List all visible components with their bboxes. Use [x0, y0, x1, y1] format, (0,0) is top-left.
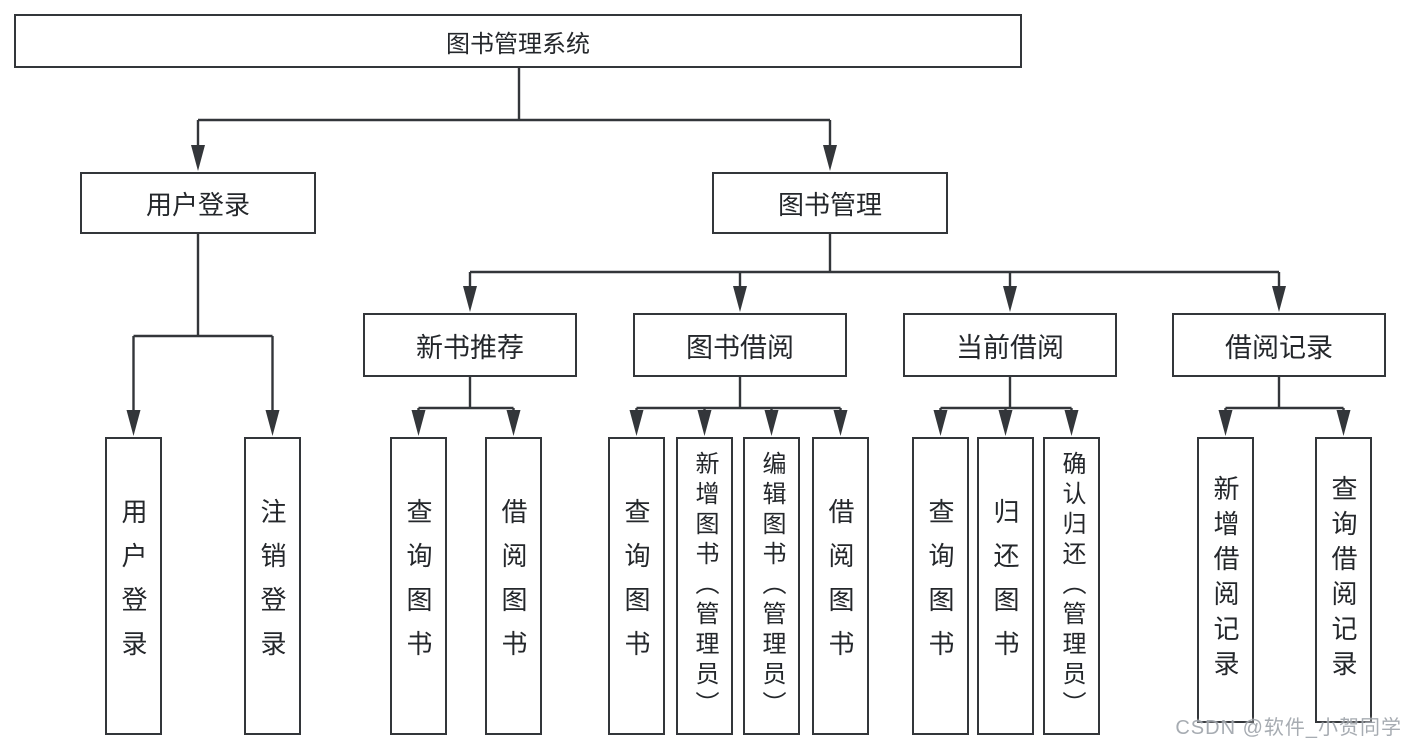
- node-label: 图书借阅: [686, 332, 794, 363]
- csdn-watermark: CSDN @软件_小贺同学: [1175, 717, 1402, 739]
- node-label: 图书管理: [777, 189, 882, 220]
- leaf-borrow-books: 借阅图书: [812, 437, 869, 735]
- node-label: 借阅记录: [1225, 332, 1333, 363]
- leaf-label: 查询图书: [621, 498, 651, 674]
- leaf-add-borrow-record: 新增借阅记录: [1197, 437, 1254, 723]
- leaf-confirm-return-admin: 确认归还（管理员）: [1043, 437, 1100, 735]
- arrowhead: [1336, 410, 1351, 436]
- arrowhead: [764, 410, 779, 436]
- leaf-user-login: 用户登录: [105, 437, 162, 735]
- arrowhead: [463, 286, 477, 312]
- arrowheads: [126, 145, 1351, 436]
- arrowhead: [126, 410, 141, 436]
- arrowhead: [1218, 410, 1233, 436]
- leaf-current-query-books: 查询图书: [912, 437, 969, 735]
- arrowhead: [998, 410, 1013, 436]
- arrowhead: [697, 410, 712, 436]
- leaf-borrow-query-books: 查询图书: [608, 437, 665, 735]
- leaf-label: 查询图书: [925, 498, 955, 674]
- arrowhead: [833, 410, 848, 436]
- arrowhead: [1272, 286, 1286, 312]
- leaf-edit-books-admin: 编辑图书（管理员）: [743, 437, 800, 735]
- leaf-label: 查询图书: [403, 498, 433, 674]
- leaf-label: 借阅图书: [825, 498, 855, 674]
- leaf-label: 新增图书（管理员）: [691, 451, 718, 721]
- leaf-logout: 注销登录: [244, 437, 301, 735]
- leaf-add-books-admin: 新增图书（管理员）: [676, 437, 733, 735]
- arrowhead: [629, 410, 644, 436]
- node-library-management-system: 图书管理系统: [14, 14, 1022, 68]
- arrowhead: [506, 410, 521, 436]
- node-user-login: 用户登录: [80, 172, 316, 234]
- arrowhead: [933, 410, 948, 436]
- node-book-borrowing: 图书借阅: [633, 313, 847, 377]
- leaf-label: 新增借阅记录: [1210, 475, 1240, 685]
- node-label: 图书管理系统: [446, 30, 590, 58]
- leaf-label: 用户登录: [118, 498, 148, 674]
- leaf-label: 编辑图书（管理员）: [758, 451, 785, 721]
- leaf-newbook-query-books: 查询图书: [390, 437, 447, 735]
- node-borrowing-records: 借阅记录: [1172, 313, 1386, 377]
- arrowhead: [411, 410, 426, 436]
- arrowhead: [191, 145, 205, 171]
- arrowhead: [1064, 410, 1079, 436]
- arrowhead: [823, 145, 837, 171]
- leaf-label: 借阅图书: [498, 498, 528, 674]
- leaf-newbook-borrow-books: 借阅图书: [485, 437, 542, 735]
- node-new-book-recommendation: 新书推荐: [363, 313, 577, 377]
- leaf-label: 确认归还（管理员）: [1058, 451, 1085, 721]
- leaf-label: 归还图书: [990, 498, 1020, 674]
- leaf-label: 查询借阅记录: [1328, 475, 1358, 685]
- node-label: 用户登录: [145, 189, 250, 220]
- leaf-return-books: 归还图书: [977, 437, 1034, 735]
- node-label: 当前借阅: [956, 332, 1064, 363]
- node-book-management: 图书管理: [712, 172, 948, 234]
- leaf-label: 注销登录: [257, 498, 287, 674]
- arrowhead: [733, 286, 747, 312]
- arrowhead: [265, 410, 280, 436]
- leaf-query-borrow-record: 查询借阅记录: [1315, 437, 1372, 723]
- node-current-borrowing: 当前借阅: [903, 313, 1117, 377]
- arrowhead: [1003, 286, 1017, 312]
- node-label: 新书推荐: [416, 332, 524, 363]
